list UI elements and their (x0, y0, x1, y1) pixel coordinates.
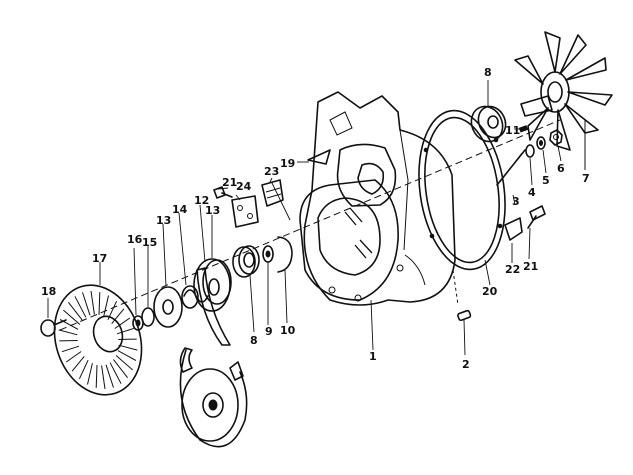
part-7-fan (514, 31, 613, 170)
grille-slot (103, 295, 109, 317)
part-1-housing (299, 91, 456, 306)
grille-slot (98, 292, 101, 316)
callout-21-upper: 21 (222, 176, 237, 189)
grille-slot (113, 359, 128, 379)
grille-slot (65, 351, 82, 363)
callout-22: 22 (505, 263, 520, 276)
part-19-bracket (307, 149, 331, 165)
grille-slot (90, 290, 95, 315)
part-10-snap-ring (277, 236, 293, 273)
callout-6: 6 (557, 162, 565, 175)
part-8-bearing-upper (470, 105, 507, 143)
grille-slot (74, 296, 87, 318)
part-3-stud (496, 149, 526, 186)
callout-15: 15 (142, 236, 157, 249)
callout-17: 17 (92, 252, 107, 265)
grille-slot (111, 308, 125, 325)
part-9-spacer (262, 245, 274, 263)
loose-pulley-belt (179, 347, 248, 448)
part-22-bracket (504, 217, 523, 241)
callout-4: 4 (528, 186, 536, 199)
part-21-bolt-lower (527, 205, 546, 229)
callout-5: 5 (542, 174, 550, 187)
grille-slot (116, 327, 135, 335)
callout-2: 2 (462, 358, 470, 371)
part-18-bolt (40, 319, 67, 337)
callout-10: 10 (280, 324, 296, 337)
grille-slot (95, 364, 98, 388)
part-21-bolt-upper (213, 186, 233, 199)
grille-slot (107, 300, 118, 321)
callout-24: 24 (236, 180, 252, 193)
grille-slot (61, 345, 80, 353)
part-2-pin (452, 269, 472, 322)
part-24-plate (231, 195, 259, 228)
grille-slot (78, 359, 89, 380)
assembly-axis-line (59, 119, 561, 331)
part-4-washer (525, 144, 535, 158)
callout-8-upper: 8 (484, 66, 492, 79)
part-15-washer (141, 307, 155, 327)
grille-slot (58, 329, 78, 336)
grille-slot (87, 363, 93, 385)
callout-3: 3 (512, 195, 520, 208)
callout-11: 11 (505, 124, 520, 137)
part-13-disc (153, 286, 183, 328)
grille-slot (118, 344, 138, 351)
part-23-clip (261, 179, 284, 207)
callout-labels: 1 2 3 4 5 6 7 8 8 9 10 11 12 13 13 14 15… (41, 66, 590, 371)
part-12-pulley (193, 258, 232, 346)
callout-12: 12 (194, 194, 209, 207)
callout-19: 19 (280, 157, 295, 170)
part-17-starter-cover (53, 284, 143, 396)
grille-slot (101, 365, 106, 390)
callout-13-left: 13 (156, 214, 171, 227)
callout-21-lower: 21 (523, 260, 538, 273)
callout-1: 1 (369, 350, 377, 363)
callout-7: 7 (582, 172, 590, 185)
part-20-gasket-ring (418, 109, 506, 271)
callout-18: 18 (41, 285, 56, 298)
leader-lines (47, 80, 562, 356)
callout-16: 16 (127, 233, 143, 246)
grille-slot (109, 362, 122, 384)
grille-slot (115, 355, 133, 371)
callout-9: 9 (265, 325, 273, 338)
grille-slot (82, 292, 91, 316)
grille-slot (114, 317, 131, 329)
part-11-key (518, 125, 529, 133)
callout-23: 23 (264, 165, 279, 178)
part-8-bearing-lower (232, 245, 260, 278)
callout-20: 20 (482, 285, 498, 298)
grille-slot (117, 350, 137, 361)
callout-8-lower: 8 (250, 334, 258, 347)
part-14-spring (181, 285, 209, 309)
grille-slot (105, 364, 114, 388)
grille-slot (63, 309, 81, 325)
part-6-nut (549, 129, 563, 146)
callout-13-right: 13 (205, 204, 220, 217)
part-5-lockwasher (536, 136, 546, 150)
grille-slot (71, 355, 85, 372)
callout-14: 14 (172, 203, 188, 216)
grille-slot (68, 301, 83, 321)
